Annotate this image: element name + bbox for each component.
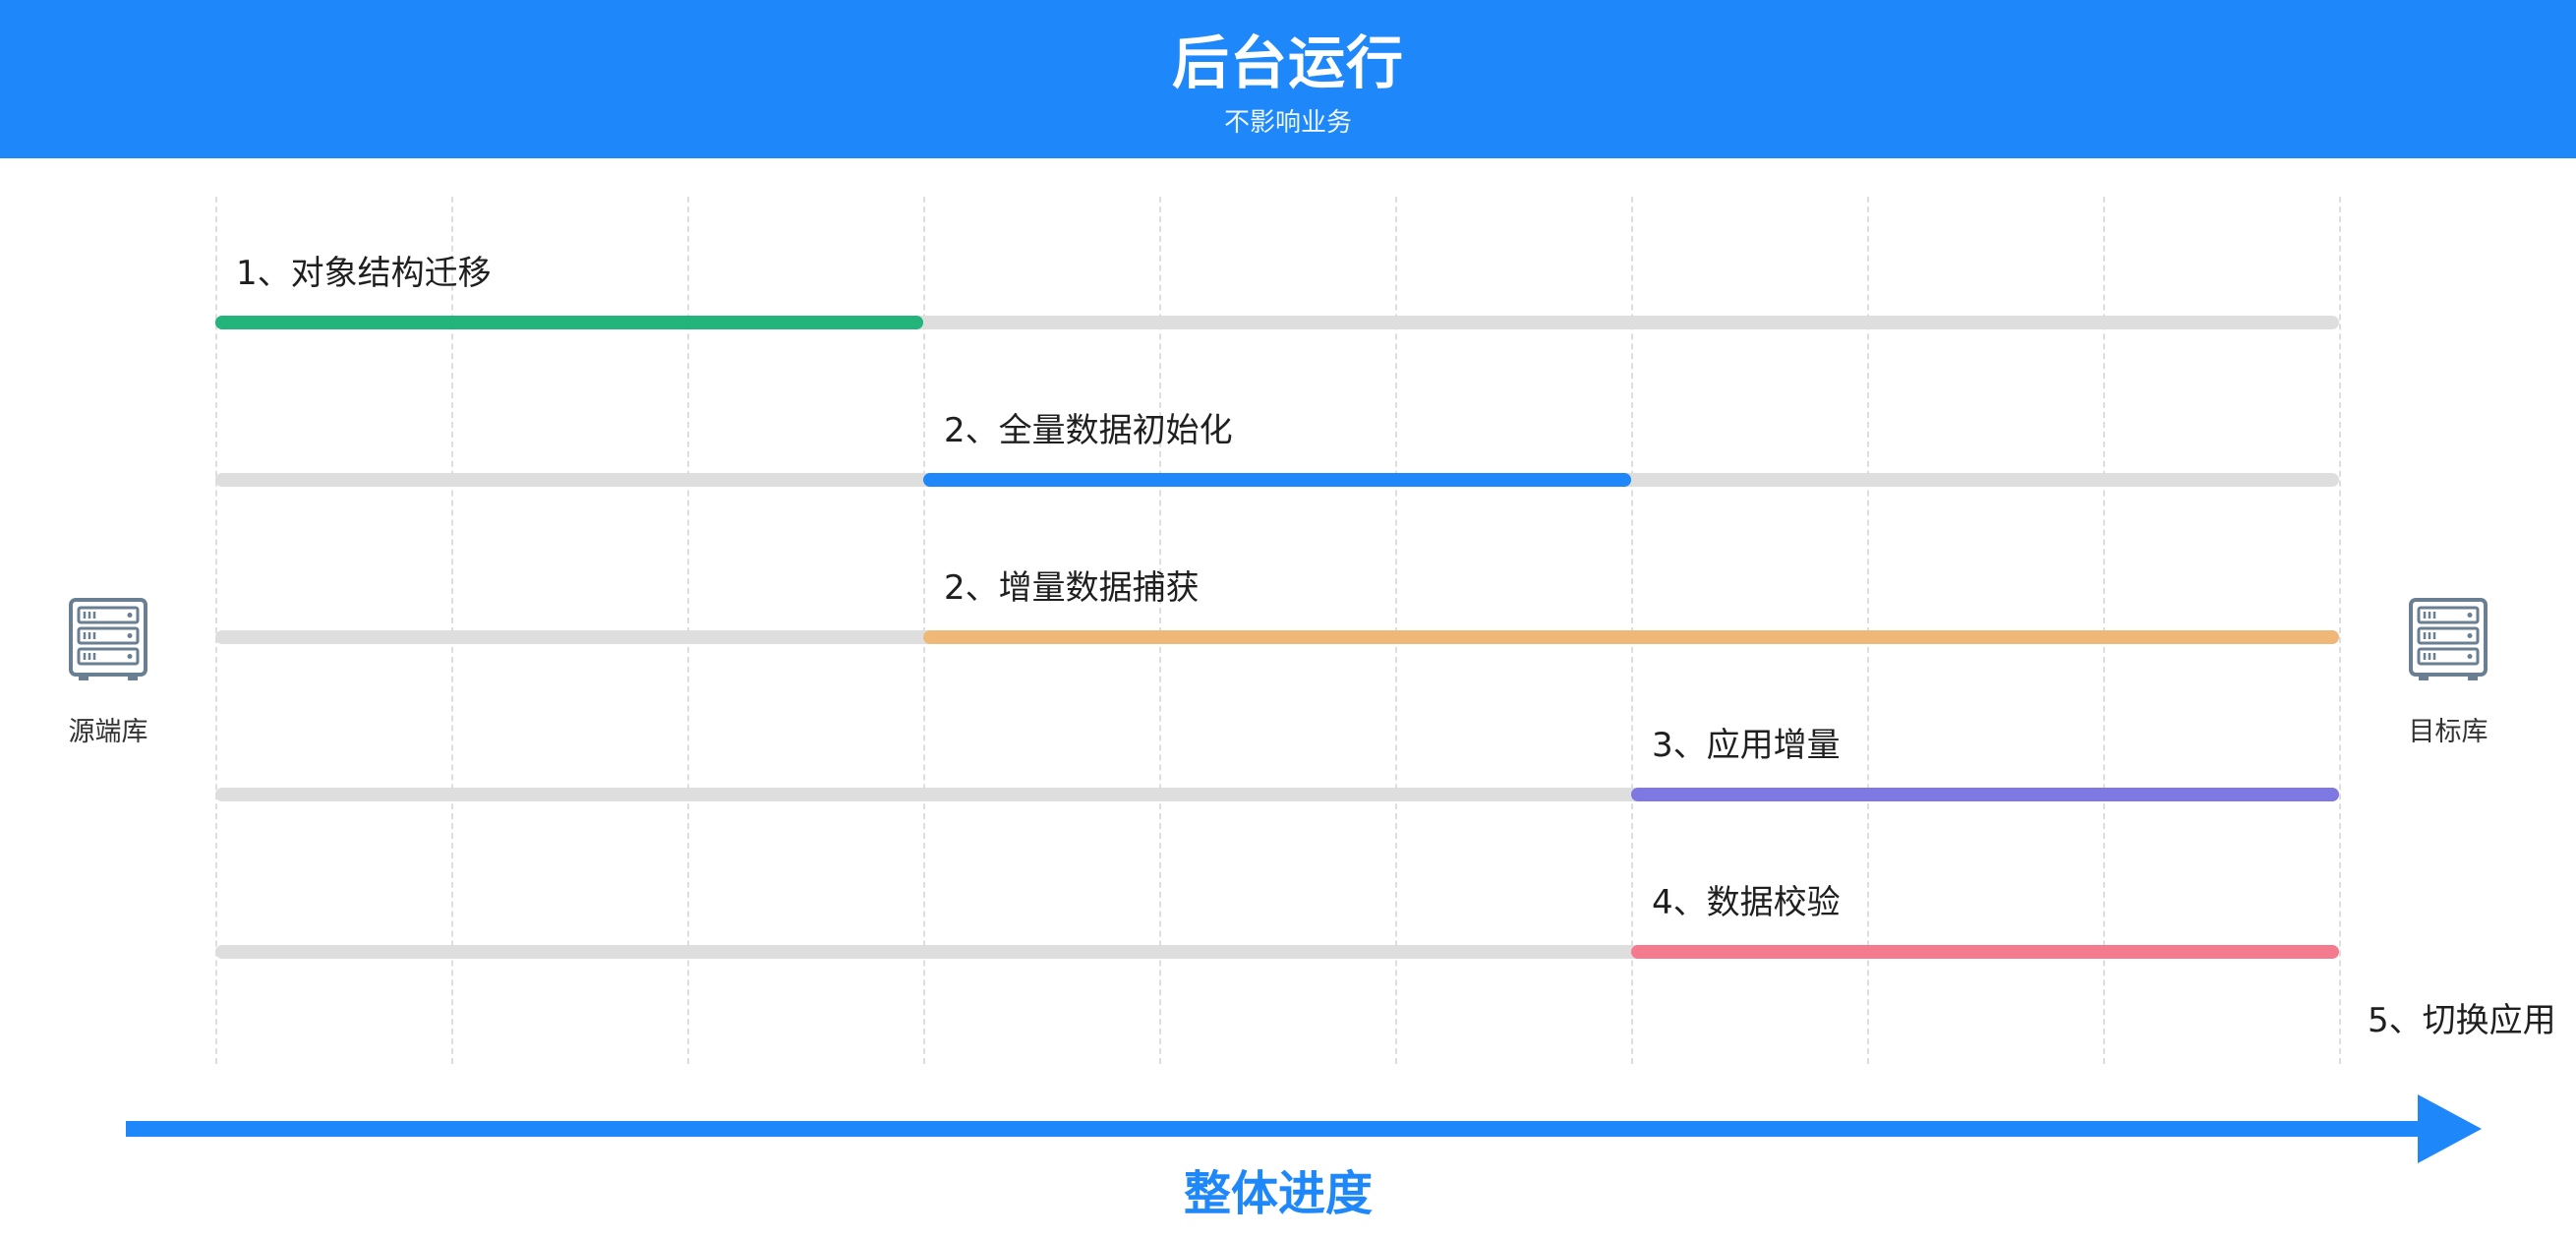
- server-icon: [2409, 598, 2488, 680]
- step-label-apply-incremental: 3、应用增量: [1652, 726, 1841, 765]
- step-label-data-verification: 4、数据校验: [1652, 883, 1841, 922]
- step-track: [215, 473, 2339, 487]
- step-progress-fill: [923, 473, 1631, 487]
- grid-line: [215, 197, 217, 1064]
- header-banner: 后台运行 不影响业务: [0, 0, 2576, 158]
- step-progress-fill: [1631, 788, 2339, 801]
- step-track: [215, 945, 2339, 959]
- progress-arrow-label: 整体进度: [1183, 1166, 1373, 1221]
- step-label-structure-migration: 1、对象结构迁移: [236, 254, 492, 293]
- progress-arrow-icon: [126, 1094, 2482, 1163]
- step-track: [215, 788, 2339, 801]
- source-db-label: 源端库: [68, 717, 148, 747]
- step-track: [215, 630, 2339, 644]
- step-progress-fill: [215, 316, 923, 329]
- step-label-full-data-init: 2、全量数据初始化: [944, 411, 1233, 450]
- header-subtitle: 不影响业务: [1223, 108, 1352, 138]
- progress-arrow-head: [2418, 1094, 2482, 1163]
- progress-arrow-shaft: [126, 1121, 2423, 1137]
- step-label-switch-application: 5、切换应用: [2368, 1001, 2556, 1040]
- step-progress-fill: [923, 630, 2339, 644]
- step-progress-fill: [1631, 945, 2339, 959]
- server-icon: [69, 598, 147, 680]
- grid-line: [2339, 197, 2341, 1064]
- step-track: [215, 316, 2339, 329]
- step-label-incremental-capture: 2、增量数据捕获: [944, 568, 1200, 608]
- header-title: 后台运行: [1171, 30, 1404, 96]
- target-db-label: 目标库: [2408, 717, 2488, 747]
